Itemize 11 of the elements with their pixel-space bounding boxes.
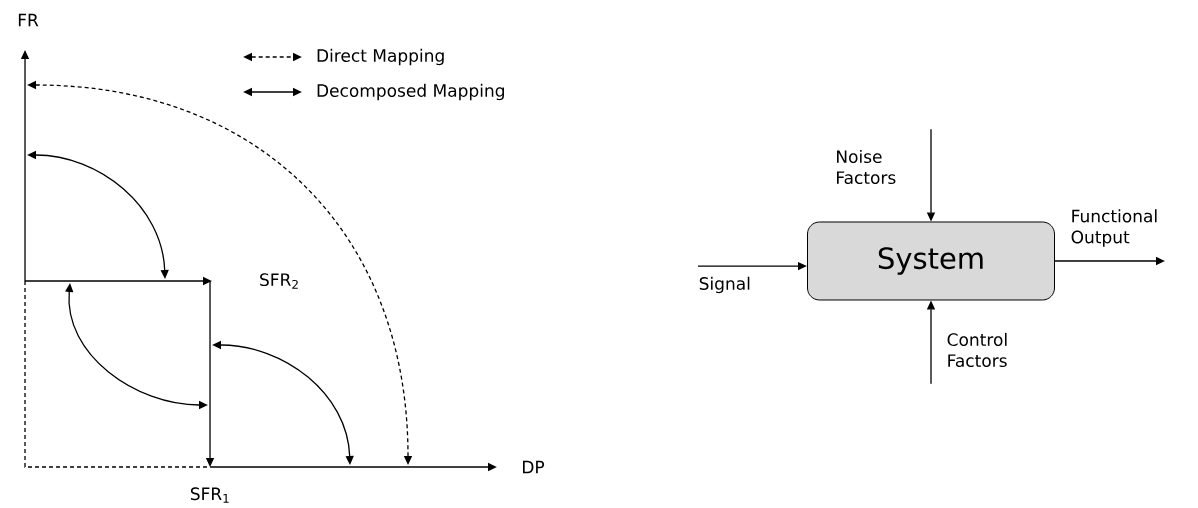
legend-label: Decomposed Mapping (317, 83, 504, 101)
factor-label: Noise Factors (837, 149, 896, 185)
axis-label: FR (18, 13, 39, 27)
legend-label: Direct Mapping (317, 48, 444, 66)
signal-label: Signal (699, 276, 750, 294)
axis-label: DP (523, 460, 545, 474)
output-label: Functional Output (1071, 209, 1157, 247)
axis-label: SFR$_{2}$ (260, 273, 298, 289)
factor-label: Control Factors (947, 332, 1007, 368)
system-box: System (807, 221, 1055, 301)
axis-label: SFR$_{1}$ (190, 487, 229, 503)
